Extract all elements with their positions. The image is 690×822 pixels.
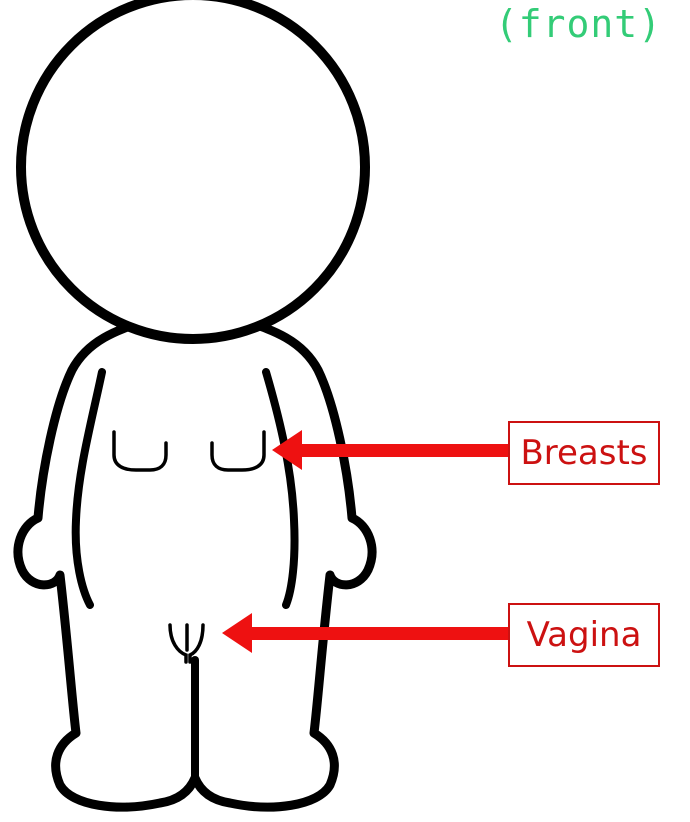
breasts-label-text: Breasts: [520, 433, 647, 473]
breasts-label: Breasts: [508, 421, 660, 485]
head: [21, 0, 365, 339]
view-caption: (front): [495, 2, 662, 46]
vagina-label: Vagina: [508, 603, 660, 667]
vagina-label-text: Vagina: [527, 615, 642, 655]
